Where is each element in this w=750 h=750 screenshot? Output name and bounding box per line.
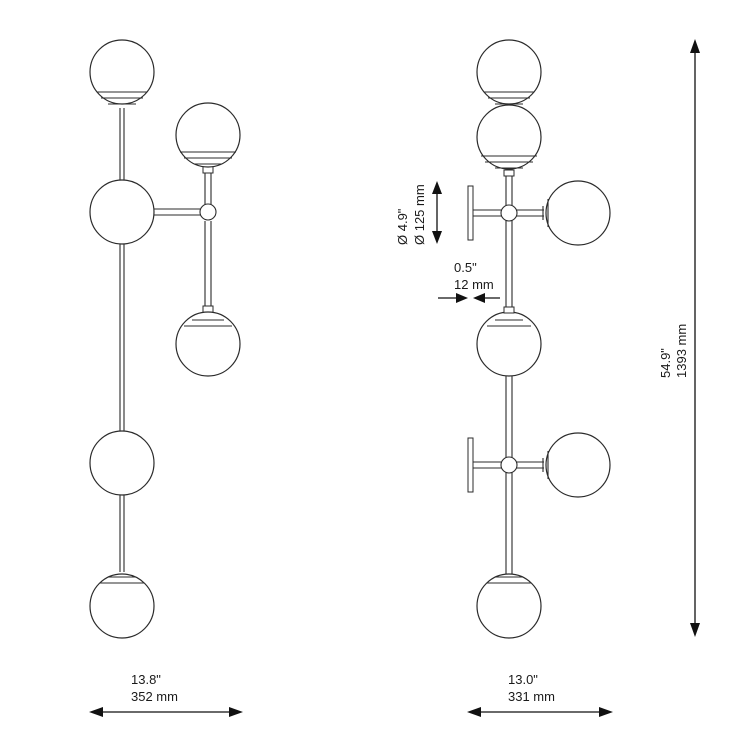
side-width-metric: 331 mm: [508, 689, 555, 704]
side-globe-4: [476, 311, 542, 377]
side-globe-3: [545, 180, 611, 246]
depth-metric: 12 mm: [454, 277, 494, 292]
globe-diameter-imperial: Ø 4.9": [395, 208, 410, 245]
height-metric: 1393 mm: [674, 324, 689, 378]
side-joint-knob-lower: [500, 456, 518, 474]
side-globe-1: [476, 39, 542, 105]
front-globe-lower-right: [175, 311, 241, 377]
side-globe-5: [545, 432, 611, 498]
height-imperial: 54.9": [658, 348, 673, 378]
side-globe-2: [476, 104, 542, 170]
side-view: [467, 39, 611, 639]
height-dimension: 54.9" 1393 mm: [658, 39, 700, 637]
arrow-down: [690, 623, 700, 637]
arrow-left: [473, 293, 485, 303]
arrow-right: [456, 293, 468, 303]
front-view: [89, 39, 241, 639]
side-rod-cap: [503, 169, 515, 177]
globe-diameter-metric: Ø 125 mm: [412, 184, 427, 245]
front-globe-middle: [89, 179, 155, 245]
side-joint-knob-upper: [500, 204, 518, 222]
side-backplate-upper: [467, 185, 474, 241]
backplate-depth-dimension: 0.5" 12 mm: [438, 260, 500, 303]
front-globe-lower: [89, 430, 155, 496]
globe-diameter-dimension: Ø 4.9" Ø 125 mm: [395, 181, 442, 245]
front-globe-top: [89, 39, 155, 105]
side-width-imperial: 13.0": [508, 672, 538, 687]
front-width-dimension: 13.8" 352 mm: [89, 672, 243, 717]
front-joint-knob: [199, 203, 217, 221]
front-globe-bottom: [89, 573, 155, 639]
arrow-up: [690, 39, 700, 53]
arrow-up: [432, 181, 442, 194]
arrow-left: [89, 707, 103, 717]
side-width-dimension: 13.0" 331 mm: [467, 672, 613, 717]
side-globe-6: [476, 573, 542, 639]
side-rod-cap: [503, 306, 515, 314]
arrow-right: [229, 707, 243, 717]
front-globe-upper-right: [175, 102, 241, 168]
front-width-imperial: 13.8": [131, 672, 161, 687]
arrow-down: [432, 231, 442, 244]
side-backplate-lower: [467, 437, 474, 493]
arrow-left: [467, 707, 481, 717]
depth-imperial: 0.5": [454, 260, 477, 275]
arrow-right: [599, 707, 613, 717]
front-width-metric: 352 mm: [131, 689, 178, 704]
